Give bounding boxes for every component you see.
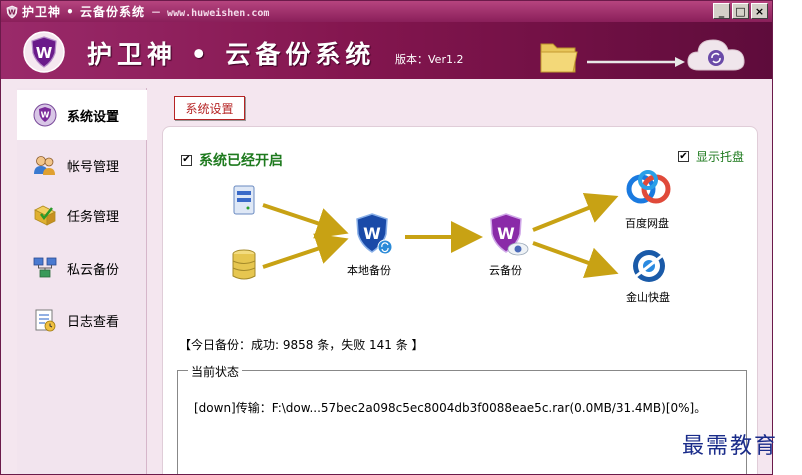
kingsoft-drive-icon: [633, 250, 665, 282]
cloud-backup-shield-icon: W: [490, 213, 529, 256]
svg-text:W: W: [497, 224, 515, 243]
arrow-server-to-local: [262, 203, 349, 239]
app-small-icon: W: [6, 5, 18, 18]
local-backup-label: 本地备份: [347, 264, 391, 277]
sidebar-item-log-view[interactable]: 日志查看: [17, 295, 147, 345]
show-tray-checkbox[interactable]: ✔ 显示托盘: [678, 148, 744, 165]
users-icon: [34, 156, 55, 175]
svg-text:W: W: [41, 111, 50, 120]
status-message: [down]传输：F:\dow...57bec2a098c5ec8004db3f…: [194, 401, 707, 415]
sidebar-item-private-cloud-backup[interactable]: 私云备份: [17, 243, 147, 293]
window-url: － www.huweishen.com: [151, 8, 270, 19]
show-tray-label: 显示托盘: [696, 150, 745, 164]
arrow-database-to-local: [262, 233, 349, 269]
baidu-label: 百度网盘: [625, 217, 669, 230]
server-icon: [233, 185, 255, 215]
log-icon: [35, 309, 56, 332]
app-header: W 护卫神 • 云备份系统 版本：Ver1.2: [1, 22, 772, 79]
svg-text:W: W: [8, 8, 16, 16]
status-title: 当前状态: [188, 363, 243, 380]
sidebar: W 系统设置 帐号管理 任务管理: [17, 88, 147, 474]
cloud-sync-icon: [687, 39, 745, 71]
sidebar-item-account-management[interactable]: 帐号管理: [17, 140, 147, 190]
sidebar-item-label: 系统设置: [67, 109, 120, 125]
folder-icon: [540, 43, 685, 73]
window-title: 护卫神 • 云备份系统: [22, 5, 146, 19]
system-enabled-label: 系统已经开启: [199, 153, 283, 169]
sidebar-item-task-management[interactable]: 任务管理: [17, 190, 147, 240]
backup-flow-diagram: W W: [163, 170, 759, 315]
title-bar[interactable]: W 护卫神 • 云备份系统 － www.huweishen.com _ □ ×: [1, 1, 772, 22]
settings-panel: ✔ 系统已经开启 ✔ 显示托盘: [162, 126, 759, 474]
svg-text:W: W: [36, 44, 53, 62]
app-window: W 护卫神 • 云备份系统 － www.huweishen.com _ □ × …: [0, 0, 773, 475]
arrow-cloud-to-kingsoft: [532, 241, 619, 278]
network-icon: [33, 257, 57, 278]
minimize-button[interactable]: _: [713, 3, 730, 19]
svg-text:W: W: [363, 224, 381, 243]
tab-system-settings[interactable]: 系统设置: [174, 96, 245, 120]
checkbox-mark-icon: ✔: [678, 150, 689, 162]
sidebar-item-label: 日志查看: [67, 314, 120, 330]
daily-backup-stats: 【今日备份：成功: 9858 条，失败 141 条 】: [179, 338, 424, 352]
main-content: 系统设置 ✔ 系统已经开启 ✔ 显示托盘: [148, 88, 772, 474]
local-backup-shield-icon: W: [356, 213, 393, 255]
shield-badge-icon: W: [33, 103, 57, 127]
sidebar-item-system-settings[interactable]: W 系统设置: [17, 90, 147, 140]
sidebar-item-label: 私云备份: [67, 262, 120, 278]
checkbox-mark-icon: ✔: [181, 154, 192, 166]
cloud-backup-label: 云备份: [489, 264, 522, 277]
watermark-text: 最需教育: [682, 434, 779, 459]
window-controls: _ □ ×: [713, 3, 768, 19]
sidebar-item-label: 帐号管理: [67, 159, 120, 175]
database-icon: [232, 249, 256, 280]
task-icon: [34, 205, 56, 226]
baidu-cloud-icon: [626, 170, 671, 204]
maximize-button[interactable]: □: [732, 3, 749, 19]
system-enabled-checkbox[interactable]: ✔ 系统已经开启: [181, 150, 283, 170]
version-label: 版本：Ver1.2: [395, 53, 464, 66]
close-button[interactable]: ×: [751, 3, 768, 19]
shield-logo-icon: W: [23, 31, 65, 73]
app-title: 护卫神 • 云备份系统: [87, 40, 376, 69]
kingsoft-label: 金山快盘: [626, 291, 670, 304]
sidebar-item-label: 任务管理: [67, 209, 120, 225]
current-status-group: 当前状态 [down]传输：F:\dow...57bec2a098c5ec800…: [177, 363, 747, 474]
arrow-cloud-to-baidu: [532, 192, 619, 232]
flow-arrows: [262, 192, 619, 278]
